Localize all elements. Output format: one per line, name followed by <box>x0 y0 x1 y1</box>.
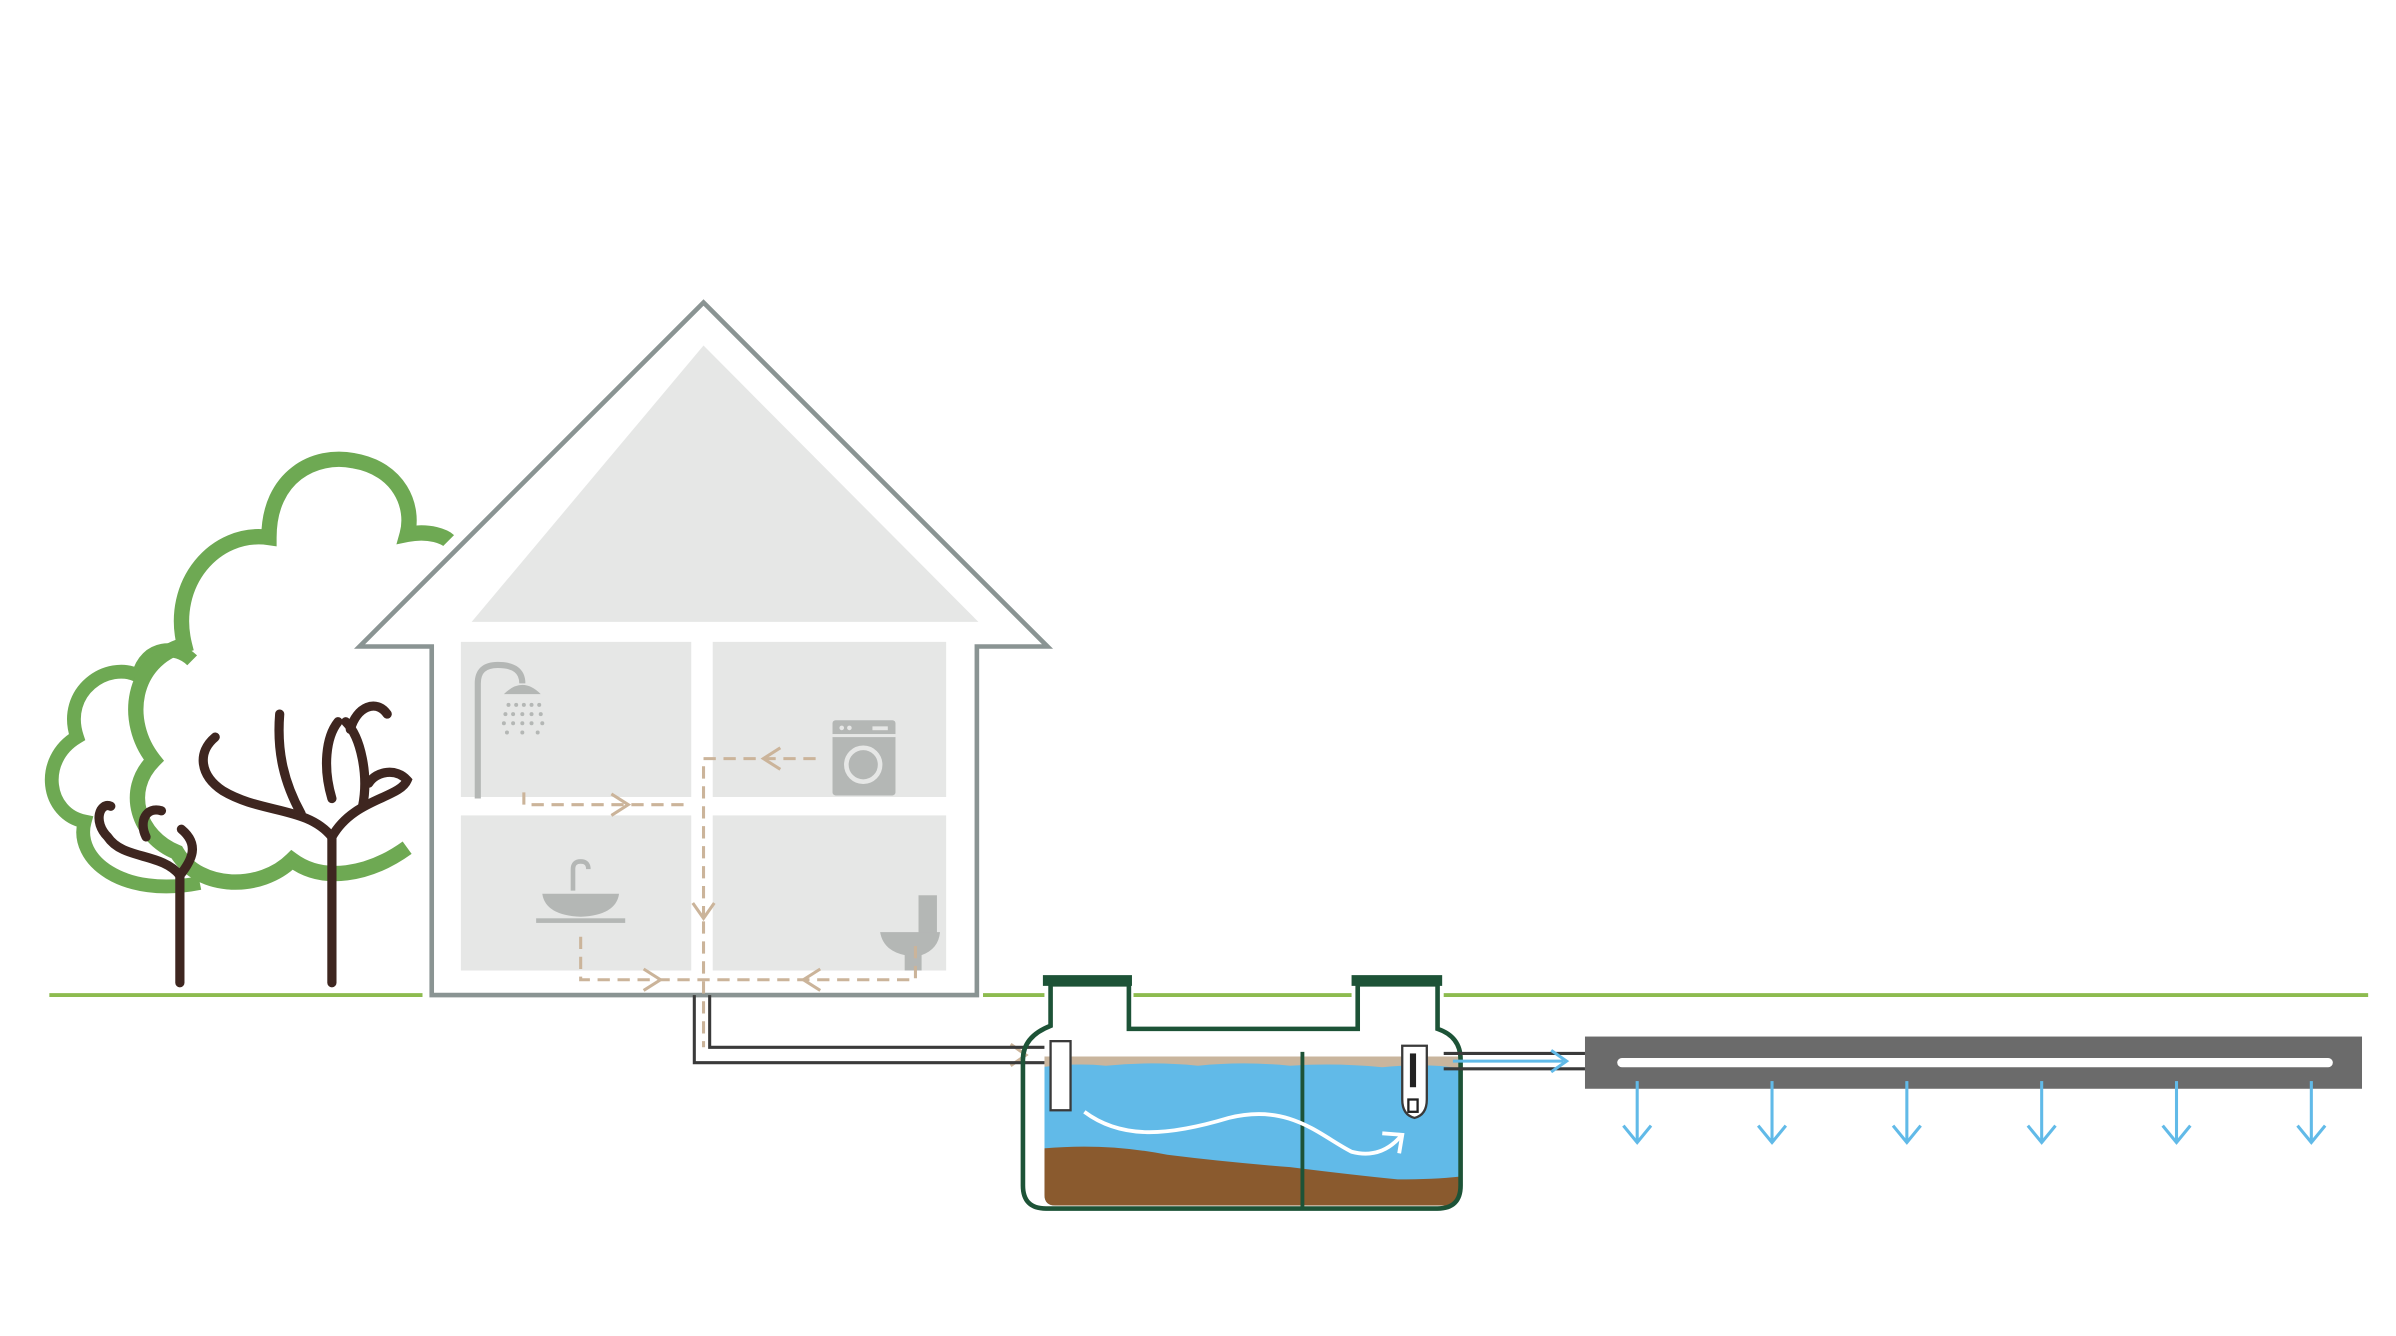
tree-trunks <box>94 701 413 988</box>
drain-field <box>1584 1036 2363 1145</box>
seepage-arrow <box>1891 1081 1922 1145</box>
sink-icon <box>536 859 626 923</box>
room-kitchen <box>460 815 692 971</box>
tank-lid-left <box>1042 975 1132 986</box>
outlet-filter <box>1401 1044 1428 1120</box>
seepage-arrow <box>2161 1081 2192 1145</box>
trees <box>44 451 455 988</box>
washing-machine-icon <box>832 720 896 796</box>
inlet-tee <box>1049 1040 1072 1112</box>
water-flow-arrow <box>1083 1110 1403 1156</box>
arrow-icon <box>1550 1049 1570 1074</box>
tank-sludge-layer <box>1044 1146 1460 1206</box>
shower-icon <box>474 661 545 799</box>
outlet-pipe <box>1443 1051 1585 1071</box>
seepage-arrows <box>1622 1081 2327 1145</box>
seepage-arrow <box>1622 1081 1653 1145</box>
septic-tank <box>1020 975 1463 1211</box>
tank-outline <box>1020 982 1463 1211</box>
seepage-arrow <box>2026 1081 2057 1145</box>
wastewater-flow <box>522 757 917 1048</box>
room-laundry <box>712 641 947 797</box>
house <box>353 299 1054 998</box>
inlet-pipe <box>692 995 1045 1065</box>
drain-field-pipe <box>1617 1058 2333 1068</box>
arrow-icon <box>1382 1131 1405 1154</box>
toilet-icon <box>880 895 941 971</box>
tank-scum-layer <box>1044 1056 1460 1069</box>
seepage-arrow <box>1757 1081 1788 1145</box>
tree-foliage-front <box>128 451 455 890</box>
house-attic <box>471 345 979 622</box>
tank-lid-right <box>1351 975 1443 986</box>
seepage-arrow <box>2296 1081 2327 1145</box>
